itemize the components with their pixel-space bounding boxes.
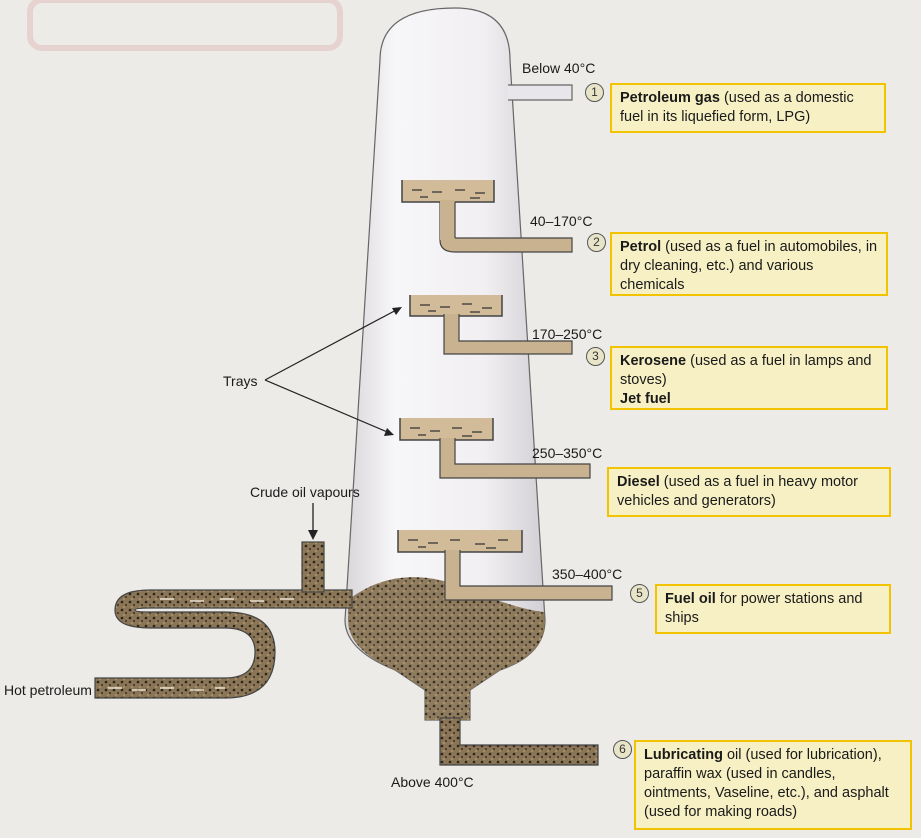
fraction-desc-6: oil (used for lubrication), paraffin wax… bbox=[644, 747, 889, 820]
tray-3 bbox=[399, 418, 591, 479]
temp-label-4: 250–350°C bbox=[532, 445, 603, 461]
tray-2 bbox=[409, 295, 573, 355]
trays-arrow-lower bbox=[264, 379, 393, 435]
above-400-label: Above 400°C bbox=[391, 774, 474, 790]
gas-outlet-pipe bbox=[508, 84, 573, 101]
callout-petrol: Petrol (used as a fuel in automobiles, i… bbox=[610, 232, 888, 296]
temp-label-2: 40–170°C bbox=[530, 213, 593, 229]
fraction-desc-4: (used as a fuel in heavy motor vehicles … bbox=[617, 474, 859, 509]
fraction-desc-2: (used as a fuel in automobiles, in dry c… bbox=[620, 239, 878, 293]
callout-diesel: Diesel (used as a fuel in heavy motor ve… bbox=[607, 467, 891, 517]
fraction-desc-3: (used as a fuel in lamps and stoves) bbox=[620, 353, 872, 388]
temp-label-5: 350–400°C bbox=[552, 566, 623, 582]
temp-label-1: Below 40°C bbox=[522, 60, 596, 76]
fraction-name-6: Lubricating bbox=[644, 747, 723, 763]
callout-petroleum-gas: Petroleum gas (used as a domestic fuel i… bbox=[610, 83, 886, 133]
callout-lubricating: Lubricating oil (used for lubrication), … bbox=[634, 740, 912, 830]
fraction-name-2: Petrol bbox=[620, 239, 662, 255]
fraction-desc-5: for power stations and ships bbox=[665, 591, 863, 626]
hot-petroleum-label: Hot petroleum bbox=[4, 682, 92, 698]
temp-label-3: 170–250°C bbox=[532, 326, 603, 342]
trays-arrow-upper bbox=[264, 307, 401, 381]
fraction-number-5: 5 bbox=[630, 584, 649, 603]
fraction-extra-3: Jet fuel bbox=[620, 391, 671, 407]
column-residue bbox=[348, 577, 545, 720]
fraction-name-5: Fuel oil bbox=[665, 591, 716, 607]
fraction-number-3: 3 bbox=[586, 347, 605, 366]
tray-1 bbox=[401, 180, 573, 253]
fraction-desc-1: (used as a domestic fuel in its liquefie… bbox=[620, 90, 854, 125]
bottom-outlet-pipe bbox=[439, 717, 599, 766]
callout-fuel-oil: Fuel oil for power stations and ships bbox=[655, 584, 891, 634]
fraction-number-2: 2 bbox=[587, 233, 606, 252]
hot-petroleum-pipe bbox=[94, 589, 353, 699]
crude-oil-vapours-label: Crude oil vapours bbox=[250, 484, 360, 500]
fraction-name-3: Kerosene bbox=[620, 353, 687, 369]
faint-box bbox=[27, 0, 343, 51]
trays-label: Trays bbox=[223, 373, 258, 389]
vapour-inlet-stub bbox=[301, 541, 325, 593]
fraction-name-1: Petroleum gas bbox=[620, 90, 720, 106]
fraction-name-4: Diesel bbox=[617, 474, 660, 490]
fraction-number-1: 1 bbox=[585, 83, 604, 102]
fraction-number-6: 6 bbox=[613, 740, 632, 759]
tray-4 bbox=[397, 530, 613, 601]
callout-kerosene: Kerosene (used as a fuel in lamps and st… bbox=[610, 346, 888, 410]
